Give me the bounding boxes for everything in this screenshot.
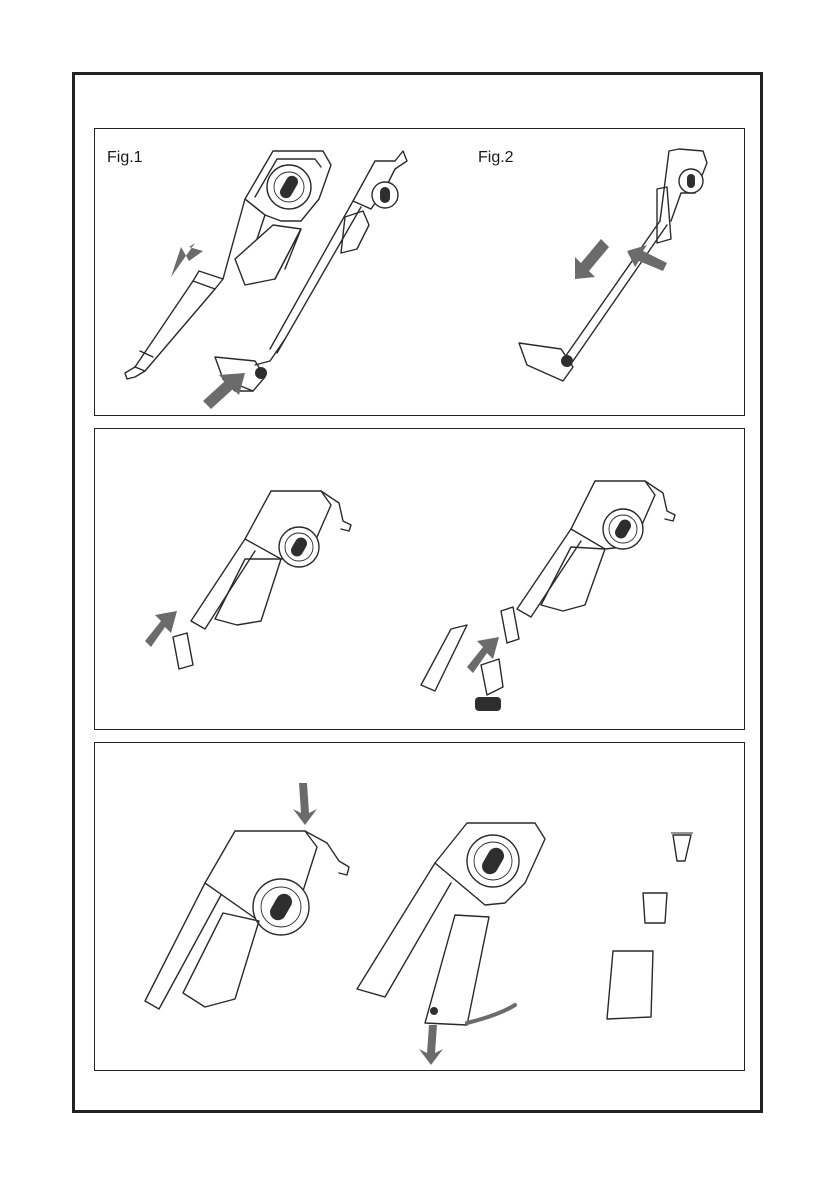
accessories-illustration <box>95 429 745 730</box>
panel-assembly-stick: Fig.1 Fig.2 <box>94 128 745 416</box>
arrow-icon <box>467 637 499 673</box>
nozzle-part-left <box>173 633 193 669</box>
fig2-vacuum-illustration <box>519 149 707 381</box>
handheld-press-illustration <box>145 831 349 1009</box>
crevice-tool <box>421 625 467 691</box>
handheld-right-illustration <box>517 481 675 617</box>
handheld-with-tube-illustration <box>125 151 331 379</box>
arrow-icon <box>293 783 317 825</box>
arrow-icon <box>145 611 177 647</box>
arrow-icon <box>419 1025 443 1065</box>
handheld-left-illustration <box>191 491 351 629</box>
rotate-arrow-icon <box>467 1005 515 1023</box>
panel-accessories <box>94 428 745 730</box>
panel-maintenance <box>94 742 745 1071</box>
filter <box>671 833 693 861</box>
arrow-icon <box>627 245 667 271</box>
dust-bin <box>607 893 667 1019</box>
arrow-icon <box>203 373 245 409</box>
adapter-part <box>501 607 519 643</box>
fig1-fig2-illustration <box>95 129 745 416</box>
handheld-open-illustration <box>357 823 545 1025</box>
arrow-icon <box>575 239 609 279</box>
brush-tool <box>475 659 503 711</box>
maintenance-illustration <box>95 743 745 1071</box>
